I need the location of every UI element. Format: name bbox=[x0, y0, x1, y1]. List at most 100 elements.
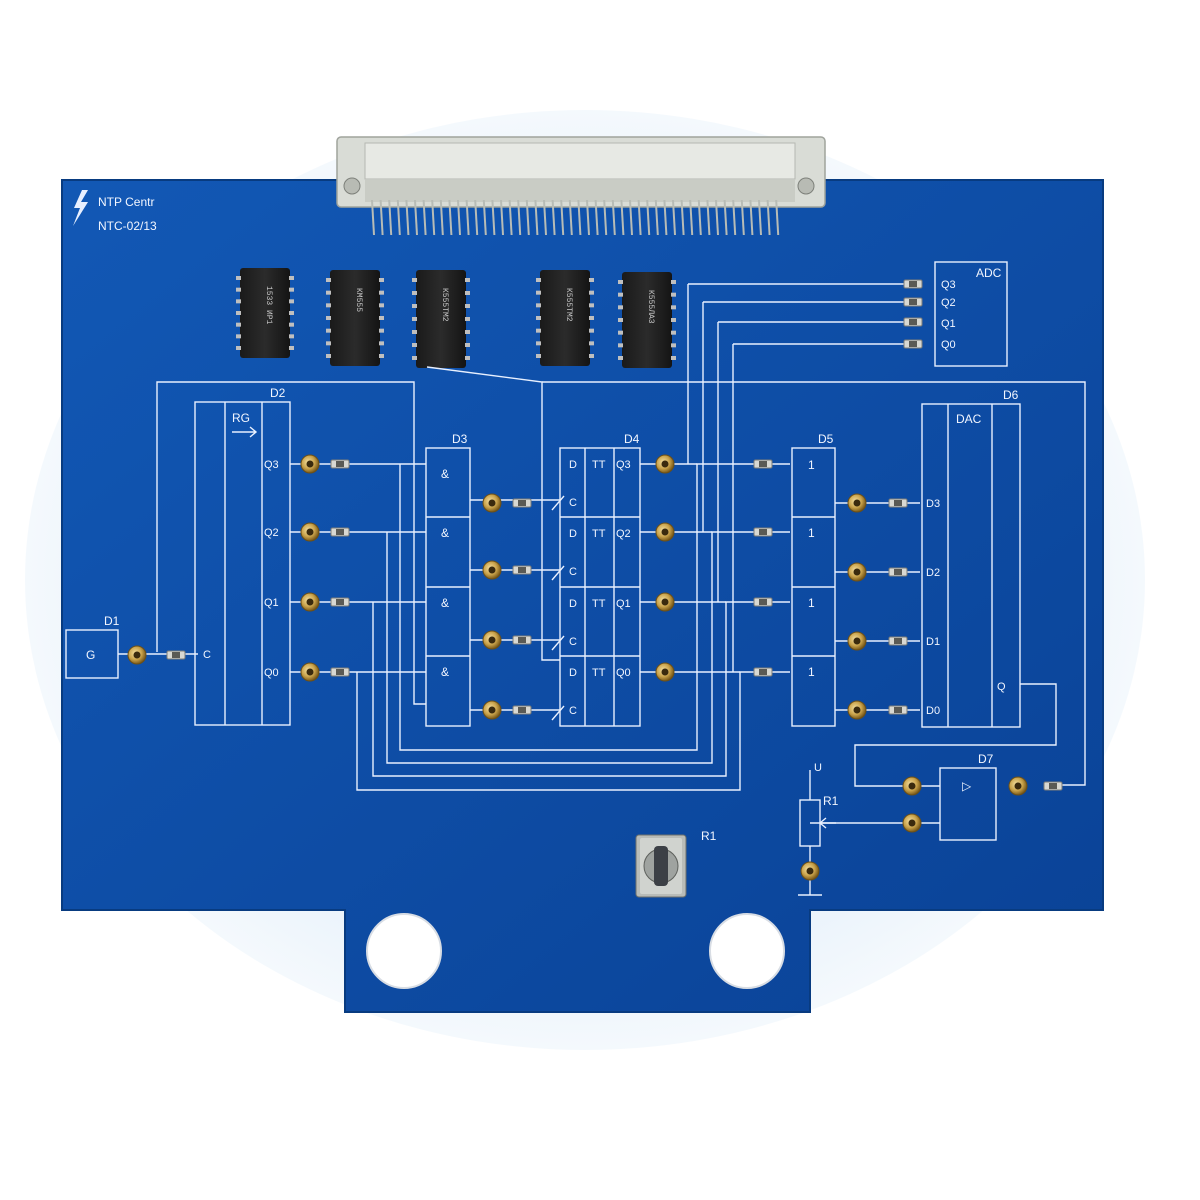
chip-leg bbox=[536, 354, 541, 358]
chip-leg bbox=[589, 328, 594, 333]
chip-leg bbox=[326, 303, 331, 308]
chip-leg bbox=[412, 317, 417, 321]
chip-leg bbox=[671, 343, 676, 348]
chip-leg bbox=[465, 291, 470, 295]
d4-d-3: D bbox=[569, 667, 577, 679]
adc-q0: Q0 bbox=[941, 339, 956, 351]
d3-gate-2: & bbox=[441, 596, 449, 610]
chip-leg bbox=[326, 278, 331, 282]
connector-pin bbox=[766, 199, 771, 236]
test-pads bbox=[127, 279, 1063, 881]
d6-func: DAC bbox=[956, 412, 982, 426]
chip-leg bbox=[618, 305, 623, 310]
connector-pin bbox=[543, 199, 547, 236]
test-pad-hole bbox=[488, 566, 496, 574]
d5-gate-0: 1 bbox=[808, 458, 815, 472]
test-pad-hole bbox=[908, 782, 916, 790]
connector-pin bbox=[457, 199, 461, 236]
connector-pin bbox=[431, 199, 436, 236]
d6-in-3: D3 bbox=[926, 498, 940, 510]
potentiometer-r1[interactable]: R1 bbox=[635, 829, 717, 898]
chip-leg bbox=[289, 311, 294, 315]
connector-pin bbox=[474, 199, 479, 236]
connector-pin bbox=[732, 199, 737, 236]
connector-pin bbox=[646, 199, 651, 236]
d2-clock: C bbox=[203, 649, 211, 661]
d3-gate-0: & bbox=[441, 467, 449, 481]
connector-pin bbox=[672, 199, 676, 236]
chip-leg bbox=[412, 343, 417, 347]
smd-resistor-body bbox=[759, 461, 767, 467]
chip-leg bbox=[465, 304, 470, 308]
chip-leg bbox=[618, 292, 623, 297]
edge-connector bbox=[336, 136, 826, 236]
smd-resistor-body bbox=[759, 529, 767, 535]
test-pad-hole bbox=[133, 651, 141, 659]
adc-q2: Q2 bbox=[941, 297, 956, 309]
chip-leg bbox=[671, 330, 676, 335]
connector-pin bbox=[534, 199, 539, 236]
d2-q1: Q1 bbox=[264, 597, 279, 609]
connector-pin bbox=[525, 199, 530, 236]
chip-leg bbox=[671, 305, 676, 310]
d6-ref: D6 bbox=[1003, 388, 1019, 402]
block-d1: D1 G bbox=[65, 614, 120, 679]
mounting-hole-right bbox=[709, 913, 785, 989]
chip-leg bbox=[465, 343, 470, 347]
d6-out: Q bbox=[997, 681, 1006, 693]
d4-d-0: D bbox=[569, 459, 577, 471]
connector-pin bbox=[611, 199, 616, 236]
chip-leg bbox=[536, 341, 541, 346]
smd-resistor-body bbox=[518, 707, 526, 713]
d6-in-2: D2 bbox=[926, 567, 940, 579]
d6-in-1: D1 bbox=[926, 636, 940, 648]
smd-resistor-body bbox=[894, 707, 902, 713]
d7-ref: D7 bbox=[978, 752, 994, 766]
d2-q3: Q3 bbox=[264, 459, 279, 471]
connector-pin bbox=[577, 199, 582, 236]
connector-pin bbox=[749, 199, 754, 236]
chip-leg bbox=[536, 290, 541, 295]
test-pad-hole bbox=[488, 499, 496, 507]
smd-resistor-body bbox=[336, 599, 344, 605]
d7-symbol: ▷ bbox=[962, 779, 972, 793]
test-pad-hole bbox=[488, 636, 496, 644]
connector-pin bbox=[448, 199, 453, 236]
d6-in-0: D0 bbox=[926, 705, 940, 717]
pot-ref: R1 bbox=[701, 829, 717, 843]
d3-gate-3: & bbox=[441, 665, 449, 679]
chip-leg bbox=[326, 328, 331, 333]
chip-leg bbox=[465, 330, 470, 334]
d5-ref: D5 bbox=[818, 432, 834, 446]
chip-leg bbox=[289, 276, 294, 280]
chip-leg bbox=[289, 346, 294, 350]
mounting-hole-left bbox=[366, 913, 442, 989]
connector-pin bbox=[371, 199, 375, 236]
smd-resistor-body bbox=[759, 669, 767, 675]
test-pad-hole bbox=[306, 668, 314, 676]
connector-pin bbox=[379, 199, 384, 236]
smd-resistor-body bbox=[909, 299, 917, 305]
chip-leg bbox=[379, 278, 384, 282]
d4-tt-0: TT bbox=[592, 459, 606, 471]
smd-resistor-body bbox=[909, 281, 917, 287]
chip-leg bbox=[289, 322, 294, 327]
chip-leg bbox=[236, 276, 241, 280]
d2-q2: Q2 bbox=[264, 527, 279, 539]
chip-2-marking: КМ555 bbox=[354, 288, 363, 312]
chip-leg bbox=[289, 287, 294, 292]
chip-leg bbox=[536, 278, 541, 282]
chip-leg bbox=[536, 316, 541, 320]
d2-q0: Q0 bbox=[264, 667, 279, 679]
chip-leg bbox=[618, 330, 623, 335]
d4-c-1: C bbox=[569, 566, 577, 578]
connector-pin bbox=[740, 199, 745, 236]
chip-leg bbox=[236, 322, 241, 327]
block-d7: D7 ▷ bbox=[939, 752, 997, 841]
d5-gate-3: 1 bbox=[808, 665, 815, 679]
d4-tt-1: TT bbox=[592, 528, 606, 540]
smd-resistor-body bbox=[759, 599, 767, 605]
connector-pin bbox=[715, 199, 719, 236]
chip-legs bbox=[236, 276, 676, 360]
